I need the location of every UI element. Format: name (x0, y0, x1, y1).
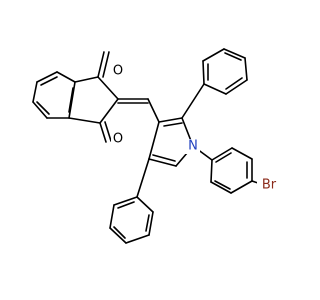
bromine-label: Br (262, 178, 277, 193)
methylene-linker (117, 98, 160, 123)
oxygen-lower-label: O (113, 132, 123, 147)
nitrogen-label: N (188, 139, 198, 154)
oxygen-upper-label: O (113, 64, 123, 79)
bromophenyl-ring (192, 145, 265, 194)
phenyl-bottom (109, 158, 154, 244)
phenyl-top-right (181, 48, 248, 119)
indanedione-group (32, 51, 119, 143)
molecule-structure-diagram: O O N Br (32, 48, 281, 244)
atom-labels: O O N Br (111, 64, 281, 193)
